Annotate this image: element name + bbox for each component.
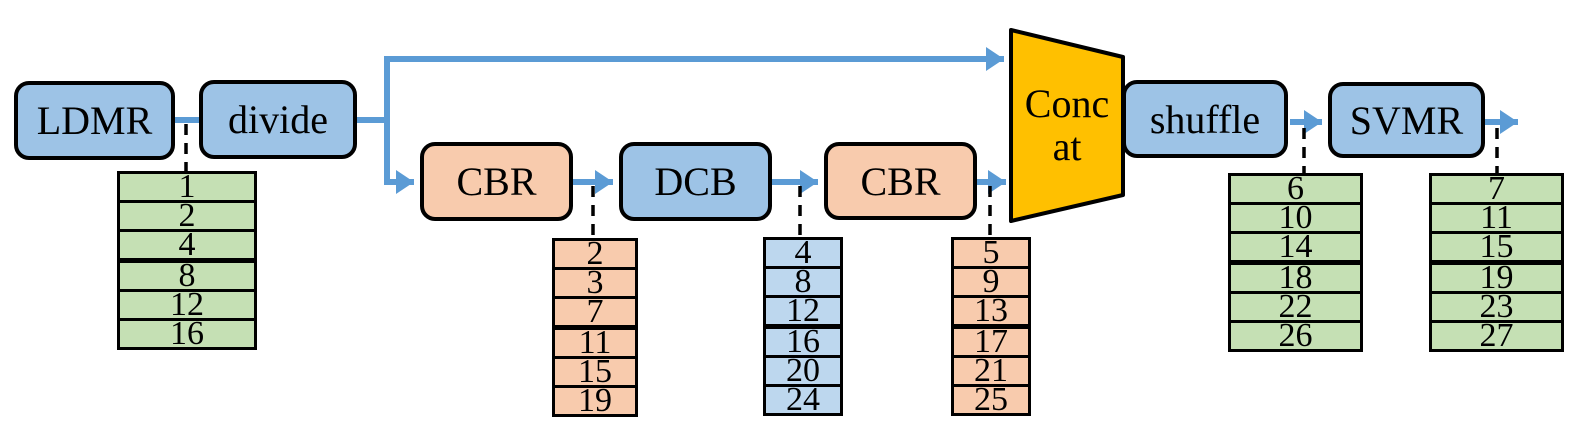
node-svmr-label: SVMR [1349, 97, 1464, 143]
table-row: 22 [1231, 290, 1360, 324]
node-ldmr: LDMR [14, 81, 175, 160]
table-row: 3 [555, 266, 635, 300]
table-row: 16 [766, 325, 840, 359]
node-divide-label: divide [228, 97, 328, 142]
table-row: 14 [1231, 230, 1360, 265]
table-row: 15 [1432, 230, 1561, 265]
table-row: 24 [786, 381, 820, 418]
node-divide: divide [199, 80, 357, 159]
table-row: 26 [1278, 317, 1313, 354]
table-row: 6 [1231, 172, 1360, 206]
table-row: 15 [555, 355, 635, 389]
node-svmr: SVMR [1328, 82, 1485, 158]
table-row: 27 [1479, 317, 1514, 354]
table-row: 18 [1231, 261, 1360, 295]
table-row: 25 [974, 381, 1008, 418]
table-row: 1 [120, 170, 254, 204]
table-row: 23 [1432, 290, 1561, 324]
table-row: 7 [555, 295, 635, 330]
node-shuffle-label: shuffle [1149, 96, 1261, 142]
node-cbr-1-label: CBR [456, 159, 537, 204]
table-row: 2 [120, 199, 254, 233]
table-row: 16 [170, 315, 204, 352]
table-row: 20 [766, 354, 840, 388]
node-cbr-1: CBR [420, 142, 573, 221]
concat-trapezoid [1009, 28, 1125, 223]
table-row: 8 [120, 259, 254, 293]
node-ldmr-label: LDMR [36, 98, 153, 143]
table-row: 19 [1432, 261, 1561, 295]
table-row: 10 [1231, 201, 1360, 235]
table-row: 17 [954, 325, 1028, 359]
node-dcb-label: DCB [654, 159, 737, 204]
node-shuffle: shuffle [1122, 80, 1288, 158]
table-row: 2 [555, 237, 635, 271]
node-concat-label: Conc at [1011, 60, 1123, 190]
table-row: 4 [766, 236, 840, 270]
table-row: 13 [954, 294, 1028, 329]
concat-label-line2: at [1052, 124, 1082, 169]
table-row: 4 [120, 228, 254, 263]
concat-label-line1: Conc [1024, 80, 1110, 126]
table-row: 12 [120, 288, 254, 322]
table-row: 7 [1432, 172, 1561, 206]
table-row: 12 [766, 294, 840, 329]
table-row: 19 [578, 382, 612, 419]
node-dcb: DCB [619, 142, 772, 221]
table-row: 9 [954, 265, 1028, 299]
table-row: 21 [954, 354, 1028, 388]
table-row: 11 [1432, 201, 1561, 235]
table-row: 11 [555, 326, 635, 360]
node-cbr-2: CBR [824, 142, 977, 220]
table-row: 8 [766, 265, 840, 299]
node-cbr-2-label: CBR [860, 158, 941, 204]
table-row: 5 [954, 236, 1028, 270]
